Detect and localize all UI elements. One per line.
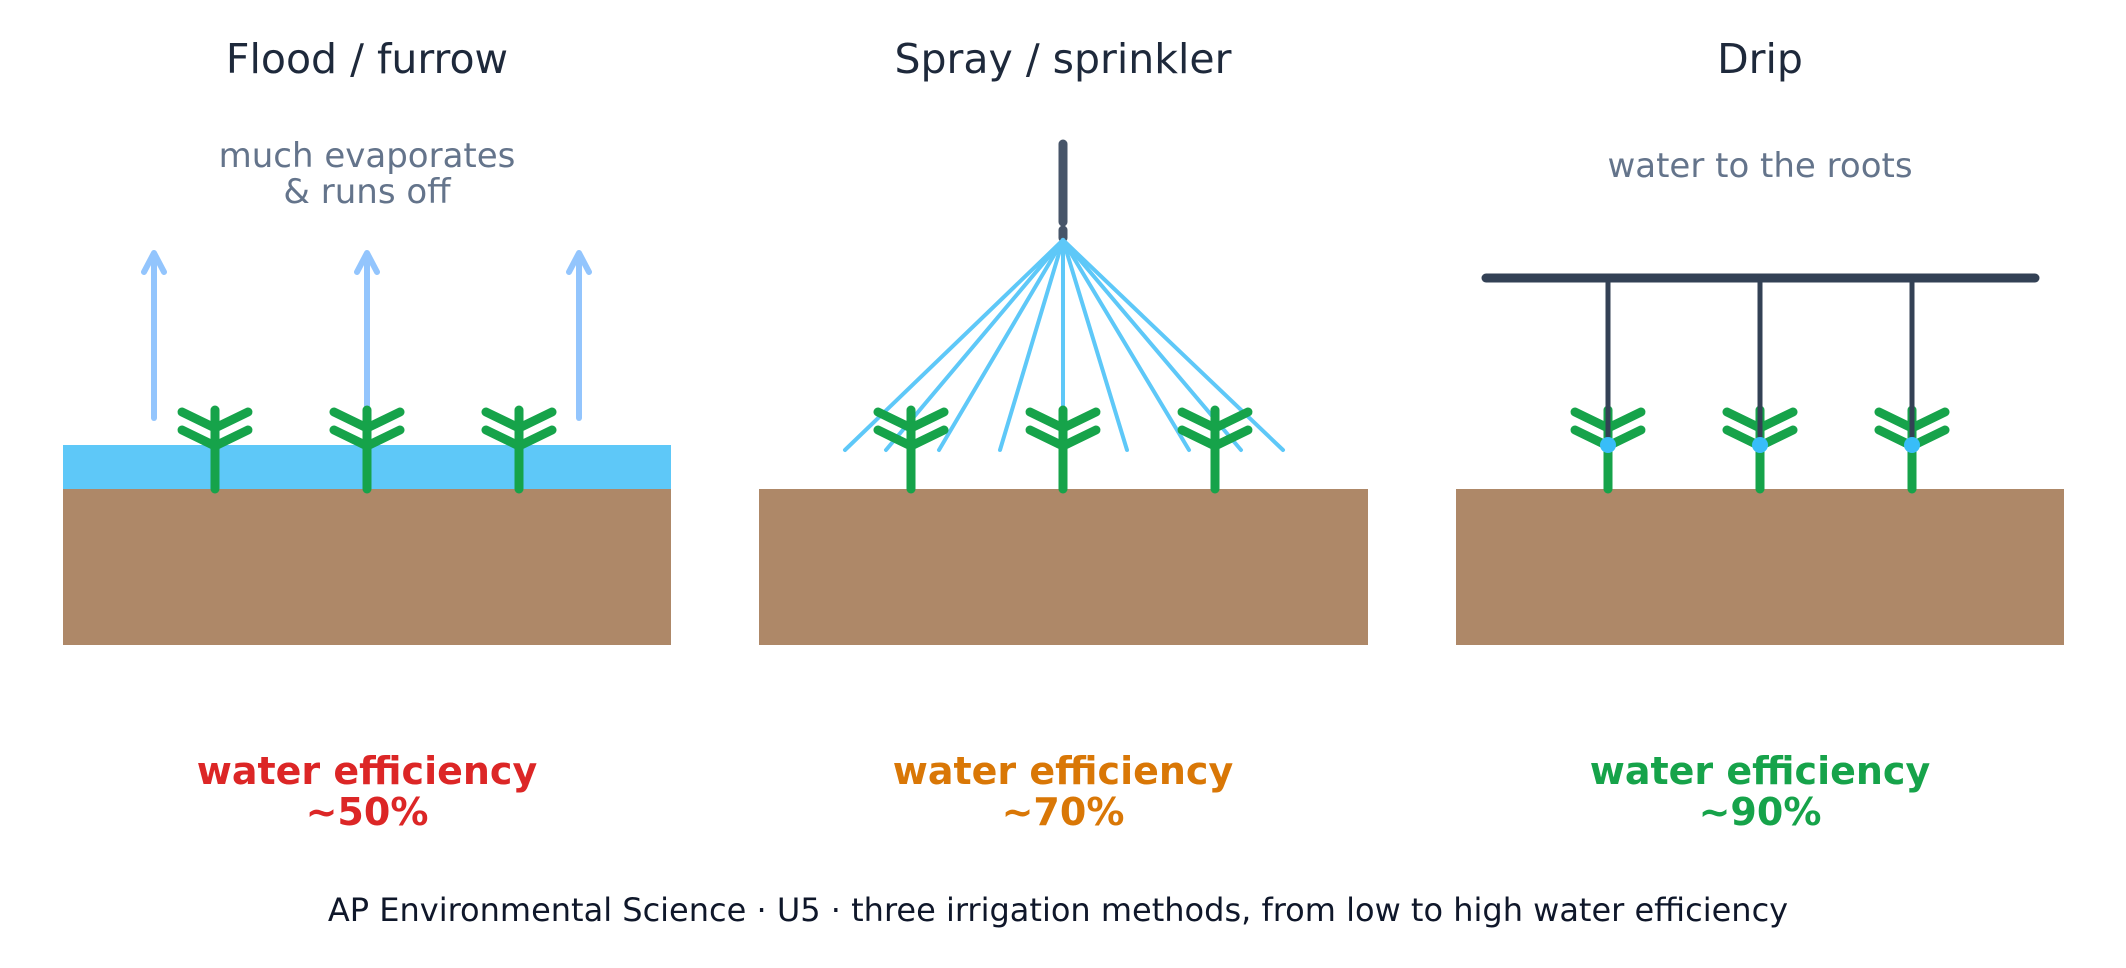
efficiency-label-flood: water efficiency bbox=[197, 749, 538, 793]
note-flood-line-1: much evaporates bbox=[219, 136, 516, 176]
caption: AP Environmental Science · U5 · three ir… bbox=[328, 891, 1788, 929]
drip-emitter-icon bbox=[1600, 437, 1616, 453]
panel-spray: Spray / sprinkler bbox=[759, 35, 1368, 834]
plant-icon bbox=[873, 405, 949, 494]
drip-emitters bbox=[1600, 437, 1920, 453]
efficiency-label-drip: water efficiency bbox=[1590, 749, 1931, 793]
plant-icon bbox=[177, 405, 253, 494]
efficiency-value-spray: ~70% bbox=[1002, 790, 1125, 834]
plants-spray bbox=[873, 405, 1253, 494]
panel-title-drip: Drip bbox=[1717, 35, 1803, 83]
soil-flood bbox=[63, 489, 671, 645]
plant-icon bbox=[1025, 405, 1101, 494]
evaporation-arrow-icon bbox=[566, 250, 592, 421]
evaporation-arrow-icon bbox=[354, 250, 380, 421]
plant-icon bbox=[1177, 405, 1253, 494]
drip-line-icon bbox=[1481, 273, 2040, 443]
efficiency-value-drip: ~90% bbox=[1699, 790, 1822, 834]
panel-flood: Flood / furrow much evaporates & runs of… bbox=[63, 35, 671, 834]
drip-emitter-icon bbox=[1904, 437, 1920, 453]
panel-title-spray: Spray / sprinkler bbox=[894, 35, 1231, 83]
drip-emitter-icon bbox=[1752, 437, 1768, 453]
efficiency-value-flood: ~50% bbox=[306, 790, 429, 834]
plant-icon bbox=[329, 405, 405, 494]
plants-flood bbox=[177, 405, 557, 494]
soil-drip bbox=[1456, 489, 2064, 645]
note-drip: water to the roots bbox=[1607, 146, 1912, 186]
panel-title-flood: Flood / furrow bbox=[226, 35, 508, 83]
evaporation-arrows bbox=[141, 250, 592, 421]
plant-icon bbox=[481, 405, 557, 494]
evaporation-arrow-icon bbox=[141, 250, 167, 421]
note-flood-line-2: & runs off bbox=[283, 172, 452, 212]
panel-drip: Drip water to the roots bbox=[1456, 35, 2064, 834]
efficiency-label-spray: water efficiency bbox=[893, 749, 1234, 793]
soil-spray bbox=[759, 489, 1368, 645]
